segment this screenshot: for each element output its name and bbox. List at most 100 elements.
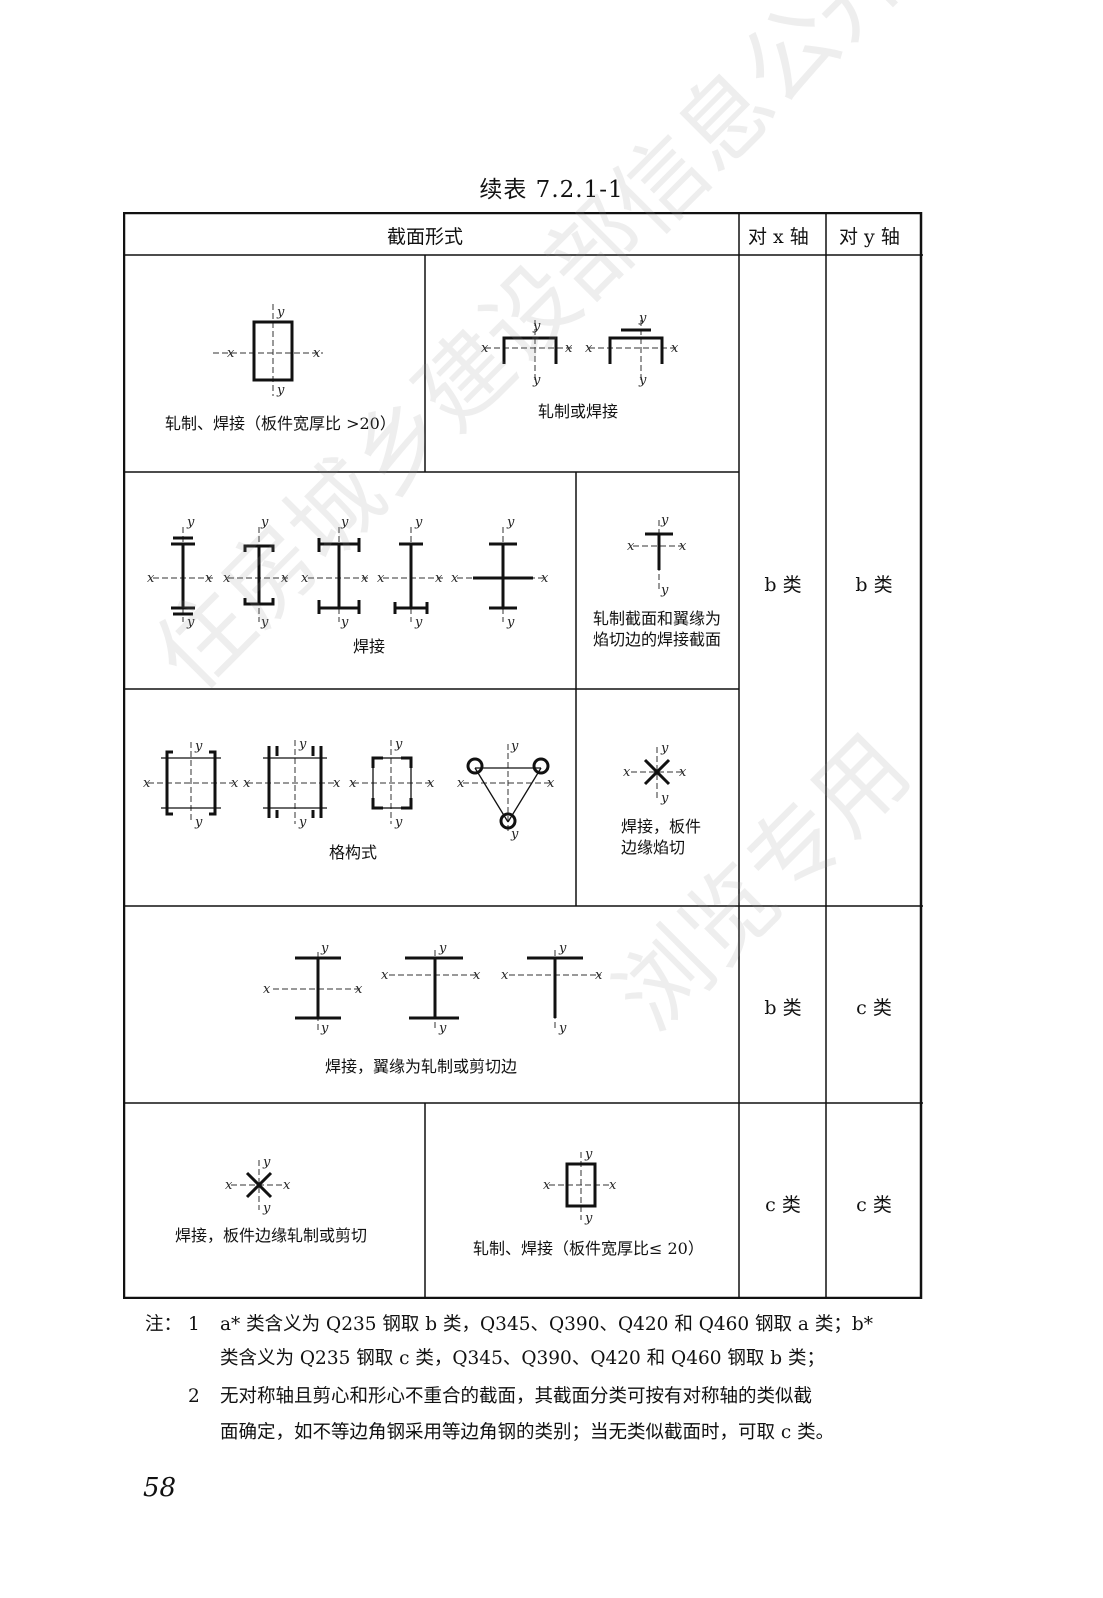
svg-text:x: x [565,341,573,356]
svg-text:x: x [243,776,251,791]
svg-text:x: x [223,571,231,586]
svg-text:y: y [506,615,515,630]
svg-text:x: x [623,765,631,780]
svg-text:x: x [355,982,363,997]
svg-text:y: y [532,319,541,334]
svg-text:y: y [506,515,515,530]
svg-text:y: y [262,1155,271,1170]
svg-text:y: y [320,941,329,956]
svg-text:y: y [584,1211,593,1226]
svg-text:x: x [435,571,443,586]
svg-text:x: x [301,571,309,586]
note-1-line-1: a* 类含义为 Q235 钢取 b 类，Q345、Q390、Q420 和 Q46… [220,1314,873,1335]
svg-text:y: y [660,583,669,598]
svg-text:x: x [585,341,593,356]
svg-text:y: y [340,515,349,530]
svg-text:x: x [609,1178,617,1193]
svg-text:y: y [438,1021,447,1036]
svg-text:x: x [263,982,271,997]
table-title: 续表 7.2.1-1 [479,177,624,203]
svg-text:y: y [260,515,269,530]
svg-text:y: y [558,941,567,956]
svg-text:y: y [298,737,307,752]
r1-left-caption: 轧制、焊接（板件宽厚比 >20） [165,414,396,433]
svg-text:x: x [205,571,213,586]
r5-right-caption: 轧制、焊接（板件宽厚比≤ 20） [473,1239,704,1258]
svg-text:y: y [438,941,447,956]
svg-text:x: x [627,539,635,554]
svg-text:x: x [547,776,555,791]
class-g3-x: c 类 [765,1194,801,1216]
svg-text:x: x [227,346,235,361]
svg-text:x: x [427,776,435,791]
class-g1-x: b 类 [764,574,802,596]
svg-text:y: y [660,741,669,756]
r2-right-caption-2: 焰切边的焊接截面 [593,630,722,649]
svg-text:x: x [283,1178,291,1193]
svg-text:y: y [510,827,519,842]
svg-text:y: y [320,1021,329,1036]
r3-left-caption: 格构式 [329,843,378,862]
class-g2-x: b 类 [764,997,802,1019]
note-2-number: 2 [188,1386,200,1407]
svg-text:x: x [543,1178,551,1193]
svg-text:x: x [281,571,289,586]
svg-text:y: y [532,373,541,388]
r5-left-caption: 焊接，板件边缘轧制或剪切 [175,1226,368,1245]
svg-text:y: y [260,615,269,630]
tee-section-icon [633,520,683,590]
note-2-line-1: 无对称轴且剪心和形心不重合的截面，其截面分类可按有对称轴的类似截 [220,1386,813,1407]
svg-text:y: y [414,515,423,530]
svg-text:y: y [660,791,669,806]
header-x-axis: 对 x 轴 [748,226,809,248]
svg-text:y: y [584,1147,593,1162]
svg-text:x: x [457,776,465,791]
svg-text:x: x [333,776,341,791]
welded-i-sections-icon [153,527,547,622]
svg-text:x: x [541,571,549,586]
svg-text:y: y [194,739,203,754]
svg-text:y: y [186,615,195,630]
svg-text:y: y [186,515,195,530]
page-number: 58 [143,1473,177,1503]
svg-text:y: y [414,615,423,630]
hat-sections-icon [485,320,679,382]
svg-text:x: x [679,539,687,554]
svg-text:x: x [349,776,357,791]
svg-text:y: y [340,615,349,630]
svg-text:y: y [510,739,519,754]
cross-section-small-icon [231,1160,285,1210]
r3-right-caption-1: 焊接，板件 [621,817,702,836]
note-1-line-2: 类含义为 Q235 钢取 c 类，Q345、Q390、Q420 和 Q460 钢… [220,1348,826,1369]
svg-text:x: x [147,571,155,586]
r4-caption: 焊接，翼缘为轧制或剪切边 [325,1057,518,1076]
svg-text:y: y [276,305,285,320]
svg-text:y: y [638,373,647,388]
box-section-small-icon [549,1152,613,1220]
svg-text:y: y [394,737,403,752]
note-1-number: 1 [188,1314,200,1335]
svg-text:x: x [451,571,459,586]
class-g3-y: c 类 [856,1194,892,1216]
svg-text:x: x [225,1178,233,1193]
svg-text:x: x [481,341,489,356]
lattice-sections-icon [148,740,553,832]
svg-text:y: y [262,1201,271,1216]
svg-text:y: y [276,383,285,398]
svg-text:x: x [231,776,239,791]
svg-text:y: y [394,815,403,830]
svg-text:y: y [558,1021,567,1036]
r2-left-caption: 焊接 [353,637,386,656]
class-g2-y: c 类 [856,997,892,1019]
r1-right-caption: 轧制或焊接 [538,402,619,421]
svg-text:y: y [194,815,203,830]
svg-text:x: x [381,968,389,983]
header-section-form: 截面形式 [387,226,464,248]
r2-right-caption-1: 轧制截面和翼缘为 [593,609,722,628]
cross-section-icon [631,747,683,800]
svg-text:x: x [377,571,385,586]
svg-text:y: y [298,815,307,830]
